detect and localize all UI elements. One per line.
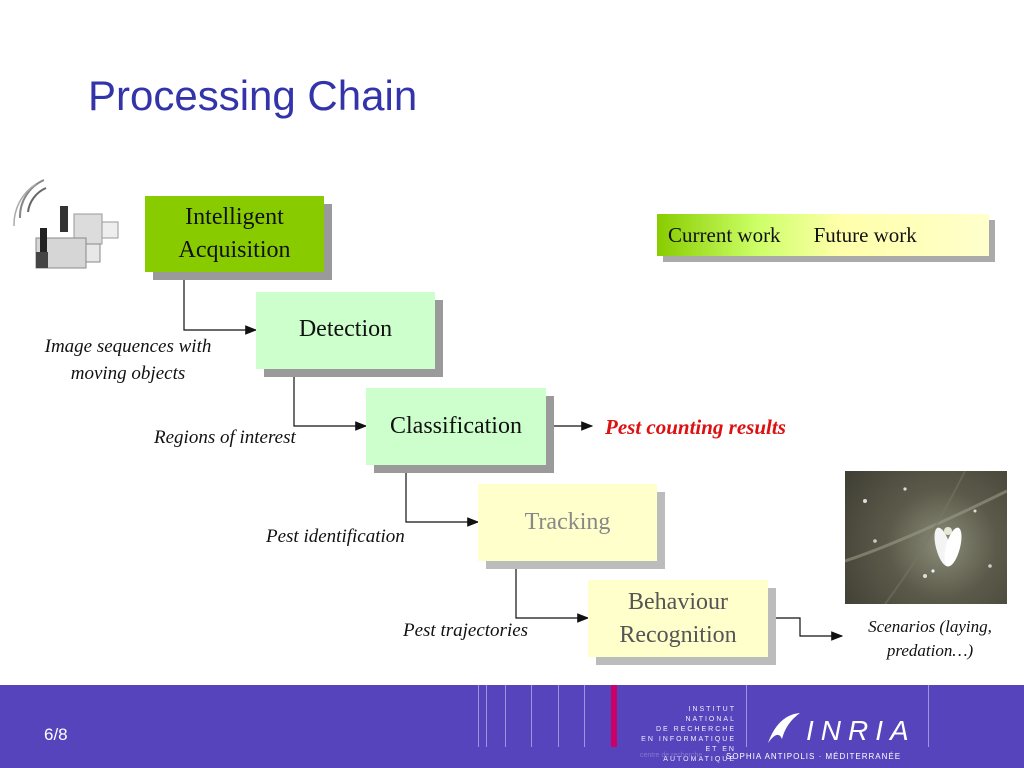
label-line: Image sequences with <box>44 336 212 357</box>
stage-label: Behaviour <box>628 588 728 615</box>
slide-footer: 6/8 INSTITUT NATIONAL DE RECHERCHE EN IN… <box>0 685 1024 768</box>
label-pest-counting-results: Pest counting results <box>605 415 786 439</box>
stage-label: Detection <box>298 316 393 342</box>
label-scenarios: Scenarios (laying, predation…) <box>850 615 1010 663</box>
inria-logo-text: INRIA <box>806 715 916 746</box>
label-line: moving objects <box>70 363 186 384</box>
page-number: 6/8 <box>44 725 68 744</box>
stage-classification: Classification <box>366 388 546 465</box>
institute-line: ET EN AUTOMATIQUE <box>663 746 736 763</box>
institute-line: INSTITUT NATIONAL <box>685 706 736 723</box>
footer-divider <box>486 685 487 747</box>
centre-text: centre de recherche <box>640 752 703 759</box>
label-pest-trajectories: Pest trajectories <box>403 620 529 641</box>
whitefly-drawing <box>845 471 1007 604</box>
footer-divider <box>505 685 506 747</box>
footer-divider <box>478 685 479 747</box>
label-regions-of-interest: Regions of interest <box>154 427 296 448</box>
stage-tracking: Tracking <box>478 484 657 561</box>
legend-future-work: Future work <box>813 222 917 247</box>
stage-detection: Detection <box>256 292 435 369</box>
label-pest-identification: Pest identification <box>266 526 405 547</box>
site-text: SOPHIA ANTIPOLIS · MÉDITERRANÉE <box>726 752 902 761</box>
stage-label: Acquisition <box>178 237 291 263</box>
stage-label: Recognition <box>619 621 737 648</box>
footer-divider <box>746 685 747 747</box>
slide-title: Processing Chain <box>88 72 418 119</box>
institute-line: DE RECHERCHE <box>655 726 736 733</box>
legend-current-work: Current work <box>668 222 781 247</box>
inria-logo-icon <box>768 713 800 743</box>
footer-divider <box>928 685 929 747</box>
whitefly-photo <box>845 471 1007 604</box>
label-image-sequences: Image sequences with moving objects <box>22 333 234 387</box>
label-line: predation…) <box>886 641 974 660</box>
institute-text: INSTITUT NATIONAL DE RECHERCHE EN INFORM… <box>636 705 736 765</box>
footer-divider <box>558 685 559 747</box>
institute-line: EN INFORMATIQUE <box>641 736 736 743</box>
footer-divider <box>584 685 585 747</box>
stage-label: Intelligent <box>185 204 284 230</box>
stage-label: Classification <box>390 413 522 439</box>
flow-connectors <box>183 272 844 641</box>
footer-accent-bar <box>611 685 617 747</box>
legend: Current work Future work <box>657 214 989 256</box>
stage-label: Tracking <box>524 509 611 535</box>
label-line: Scenarios (laying, <box>868 617 992 636</box>
camera-icon <box>13 179 119 269</box>
footer-divider <box>531 685 532 747</box>
